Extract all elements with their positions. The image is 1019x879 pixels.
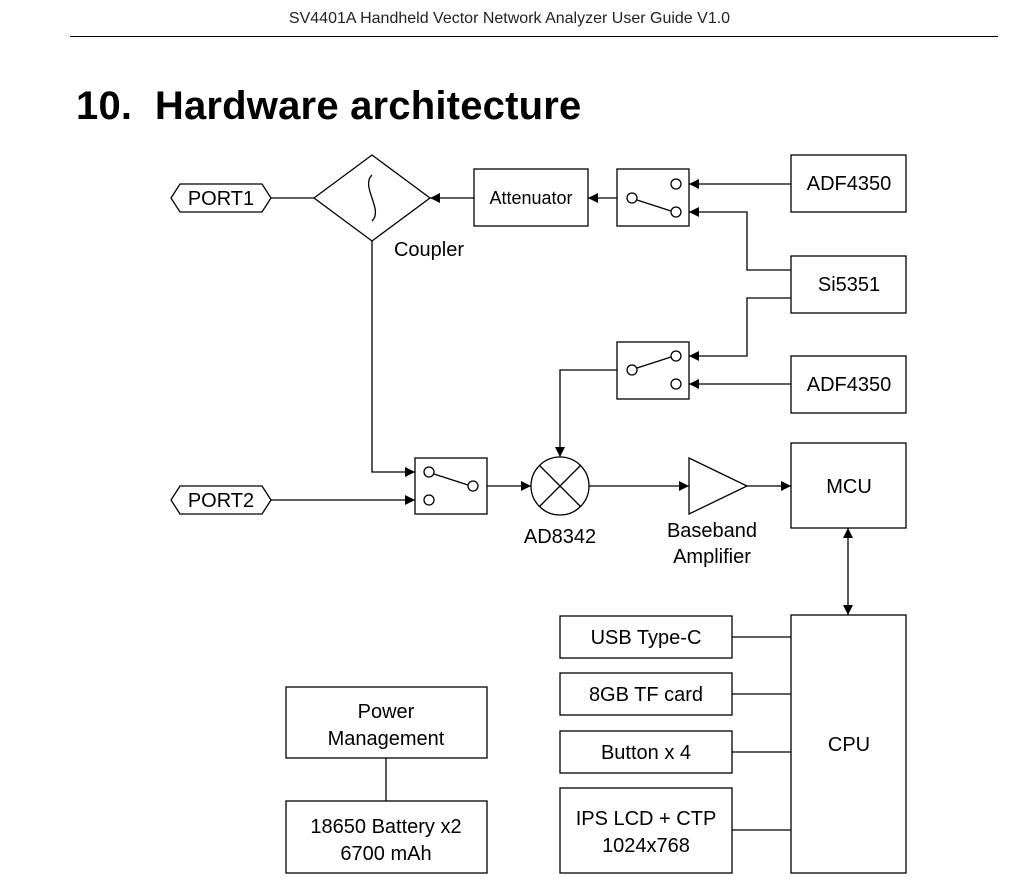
switch-top-common-terminal <box>626 192 638 204</box>
port2-label: PORT2 <box>188 490 254 512</box>
adf4350-bottom-label: ADF4350 <box>807 374 892 396</box>
mcu-label: MCU <box>826 476 872 498</box>
tf-card-label: 8GB TF card <box>589 684 703 706</box>
lcd-label-line2: 1024x768 <box>602 835 690 857</box>
switch-bottom <box>414 457 488 515</box>
section-number: 10. <box>76 84 133 128</box>
switch-bottom-terminal-b <box>423 494 435 506</box>
mixer-cross-2 <box>539 465 581 507</box>
power-label-line2: Management <box>328 728 445 750</box>
battery-label-line1: 18650 Battery x2 <box>310 816 461 838</box>
attenuator-label: Attenuator <box>489 188 572 208</box>
switch-bottom-blade <box>433 473 469 486</box>
port1-label: PORT1 <box>188 188 254 210</box>
switch-top-terminal-a <box>670 178 682 190</box>
power-label-line1: Power <box>358 701 415 723</box>
section-title-text: Hardware architecture <box>154 84 582 128</box>
wire-switch-mid-mixer <box>555 369 617 457</box>
buttons-label: Button x 4 <box>601 742 691 764</box>
si5351-box <box>790 255 907 314</box>
lcd-label-line1: IPS LCD + CTP <box>576 808 717 830</box>
amplifier-label-line2: Amplifier <box>673 546 751 568</box>
amplifier-label-line1: Baseband <box>667 520 757 542</box>
switch-top-terminal-b <box>670 206 682 218</box>
switch-mid <box>616 341 690 400</box>
usb-label: USB Type-C <box>591 627 702 649</box>
mixer-label: AD8342 <box>524 526 596 548</box>
switch-top-blade <box>636 199 672 212</box>
cpu-label: CPU <box>828 734 870 756</box>
wire-coupler-switch-bottom <box>371 241 415 477</box>
coupler-sine-icon <box>367 174 377 222</box>
wire-si5351-switch-mid <box>689 297 791 361</box>
switch-mid-blade <box>636 356 672 369</box>
switch-top <box>616 168 690 227</box>
header-rule <box>70 36 998 37</box>
battery-label-line2: 6700 mAh <box>340 843 431 865</box>
switch-mid-terminal-a <box>670 350 682 362</box>
lcd-box <box>559 787 733 874</box>
amplifier-symbol <box>688 456 749 516</box>
switch-bottom-common-terminal <box>467 480 479 492</box>
si5351-label: Si5351 <box>818 274 880 296</box>
document-header: SV4401A Handheld Vector Network Analyzer… <box>288 10 731 27</box>
switch-mid-common-terminal <box>626 364 638 376</box>
section-title: 10. Hardware architecture <box>76 84 581 129</box>
switch-mid-terminal-b <box>670 378 682 390</box>
adf4350-top-label: ADF4350 <box>807 173 892 195</box>
wire-si5351-switch-top <box>689 207 791 271</box>
switch-bottom-terminal-a <box>423 466 435 478</box>
coupler-label: Coupler <box>394 239 464 261</box>
